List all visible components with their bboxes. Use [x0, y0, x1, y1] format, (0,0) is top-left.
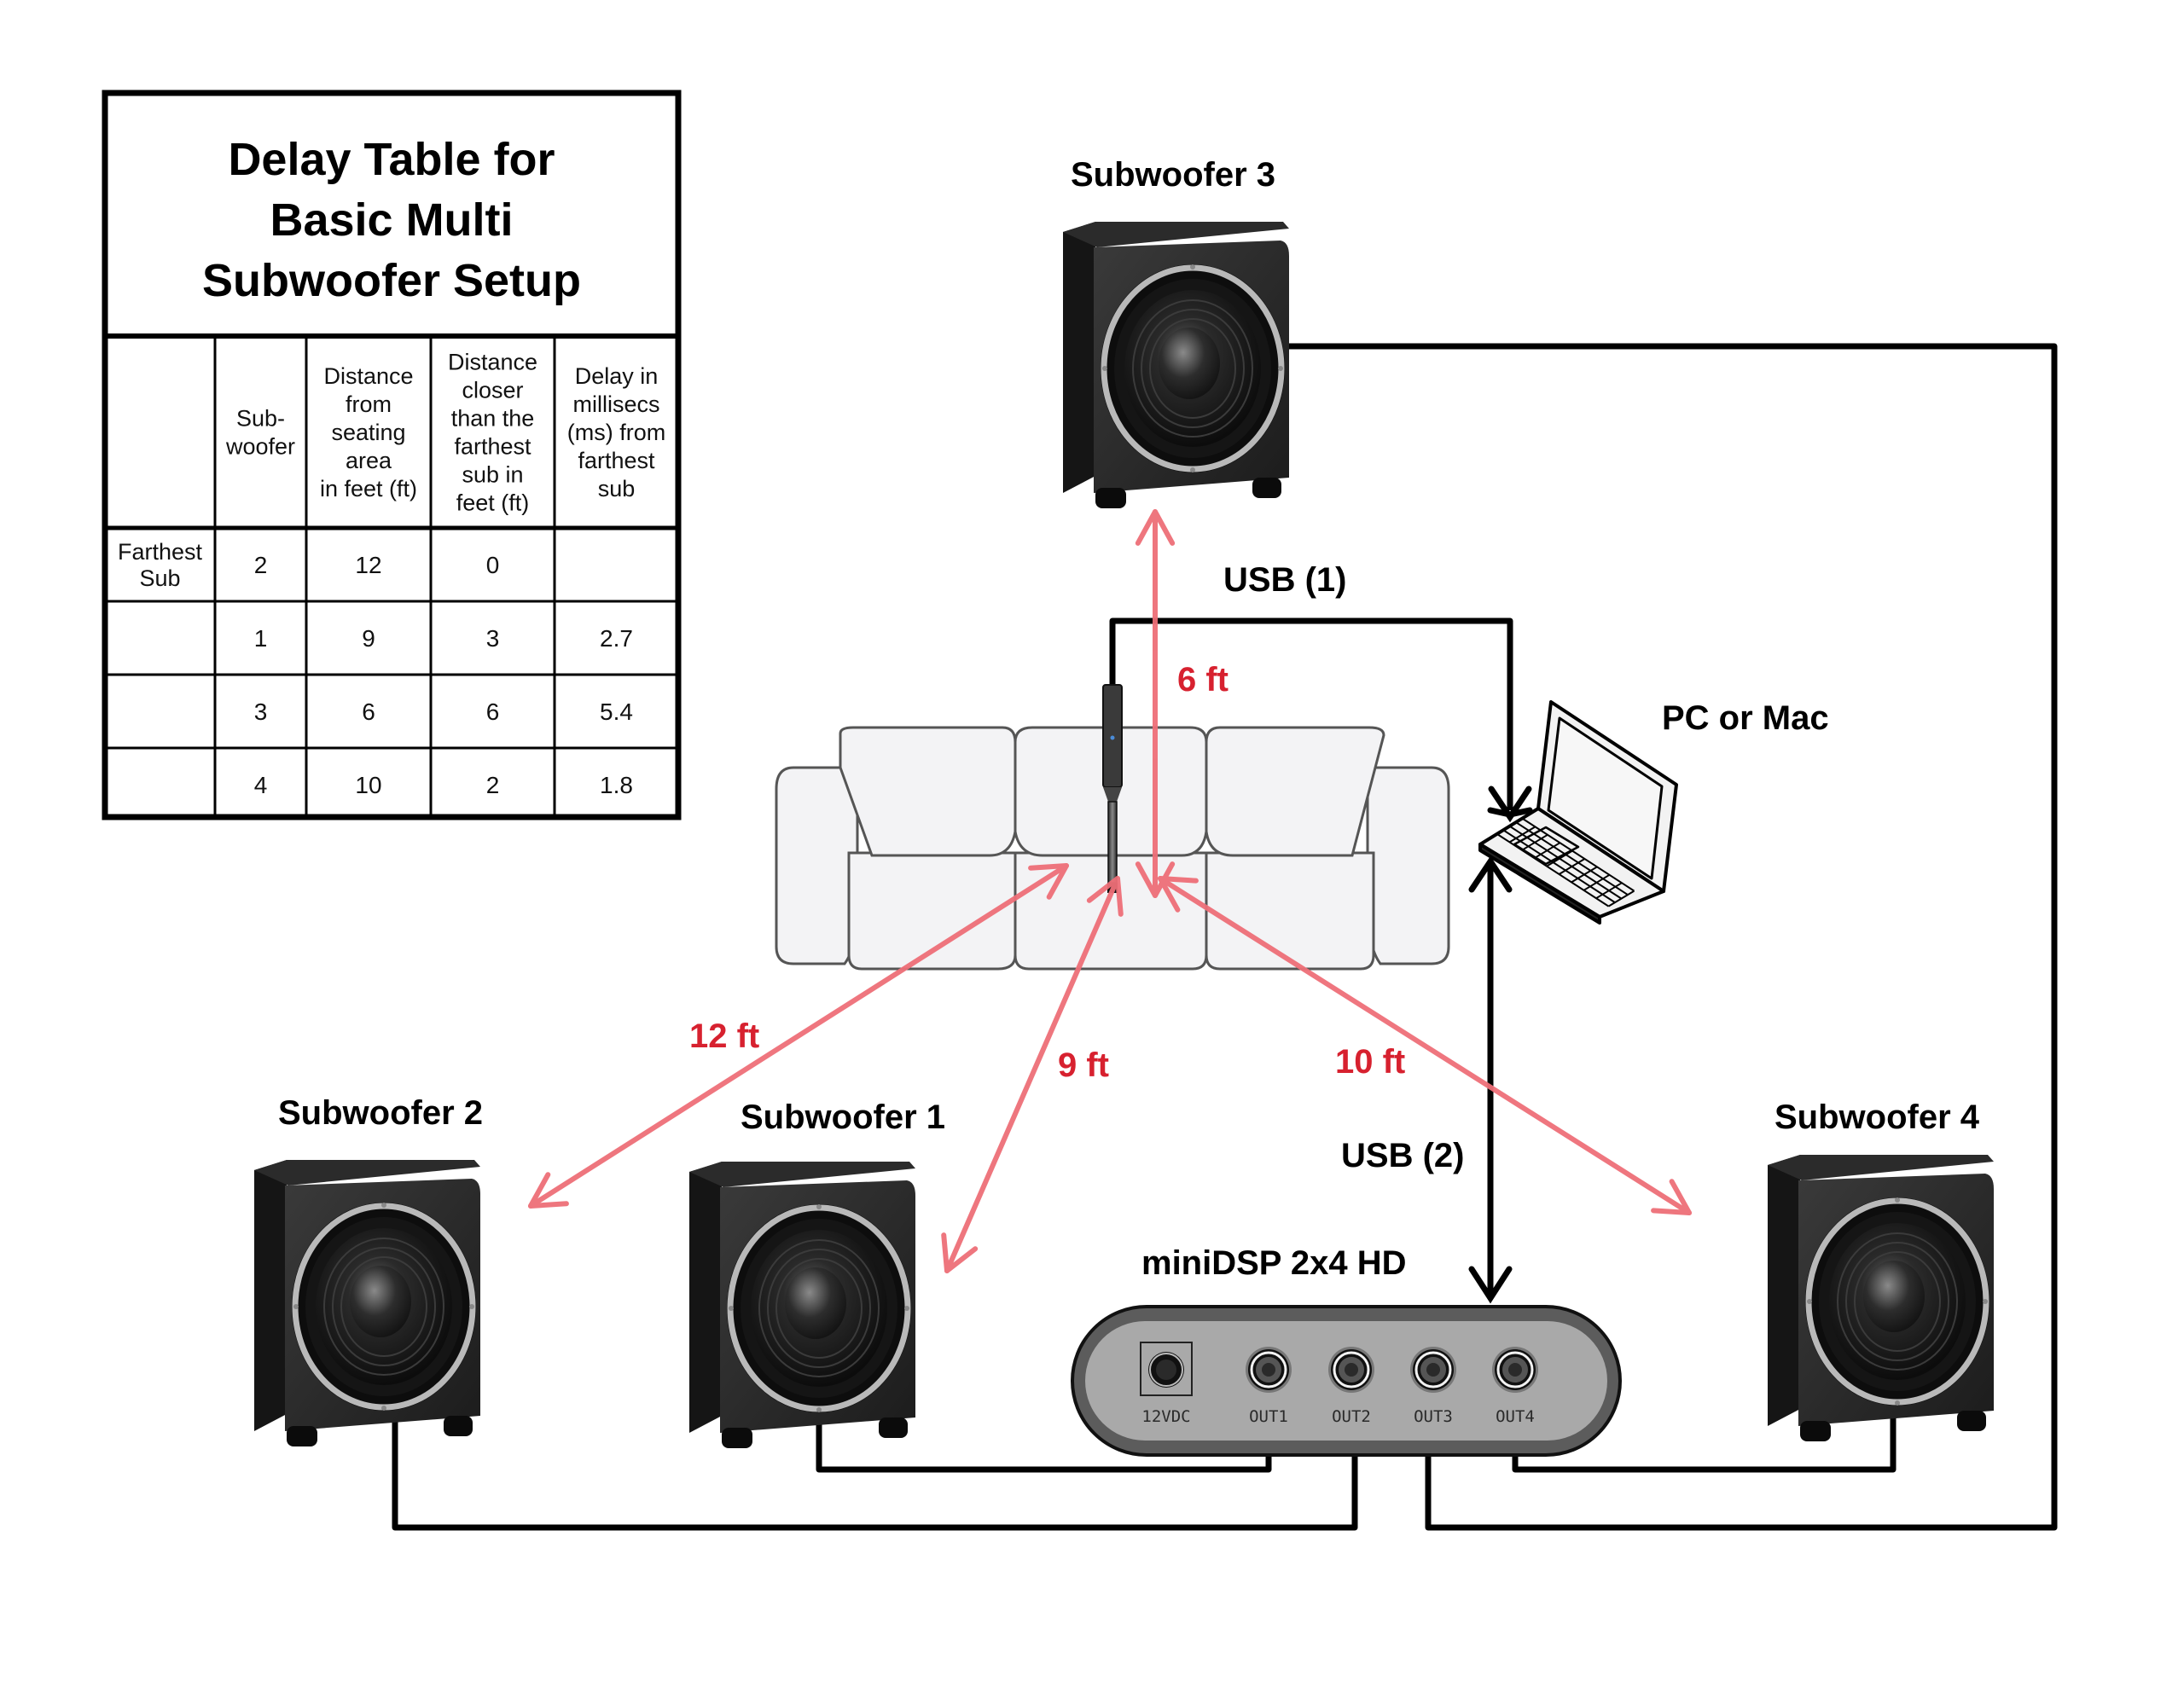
usb2-arrowhead-up-icon [1468, 855, 1513, 893]
table-header-cell: seating [331, 420, 405, 445]
subwoofer-3-label: Subwoofer 3 [1071, 156, 1275, 194]
table-header-cell: Distance [448, 350, 537, 375]
table-header-cell: from [346, 391, 392, 417]
table-header-cell: (ms) from [567, 420, 665, 445]
table-cell-closer-ft: 2 [486, 772, 500, 798]
distance-sub4-label: 10 ft [1335, 1043, 1405, 1081]
measurement-mic-icon [1102, 684, 1123, 893]
laptop-icon [1478, 700, 1678, 925]
sofa-icon [775, 726, 1450, 971]
table-row: 1 9 3 2.7 [254, 625, 633, 652]
table-header-cell: closer [462, 378, 523, 403]
table-cell-closer-ft: 0 [486, 552, 500, 578]
table-title-line: Basic Multi [270, 194, 513, 246]
usb2-arrowhead-down-icon [1468, 1266, 1513, 1304]
minidsp-label: miniDSP 2x4 HD [1141, 1244, 1407, 1282]
table-cell-distance-ft: 12 [355, 552, 381, 578]
table-header-cell: Delay in [575, 363, 659, 389]
table-header-cell: than the [451, 406, 535, 432]
table-cell-distance-ft: 6 [362, 699, 375, 725]
table-header-cell: Sub- [236, 406, 285, 432]
table-cell-delay-ms: 1.8 [600, 772, 633, 798]
table-header-cell: area [346, 448, 392, 473]
subwoofer-2-label: Subwoofer 2 [278, 1094, 483, 1132]
wire-sub3-out3 [1289, 343, 2058, 1531]
table-cell-distance-ft: 9 [362, 625, 375, 652]
wiring [392, 343, 2058, 1531]
table-cell-subwoofer: 3 [254, 699, 268, 725]
port-label: 12VDC [1141, 1407, 1190, 1426]
port-label: OUT4 [1496, 1407, 1535, 1426]
distance-arrow-sub3 [1135, 509, 1176, 898]
port-label: OUT1 [1249, 1407, 1288, 1426]
port-out4: OUT4 [1492, 1347, 1538, 1426]
table-header-cell: woofer [225, 434, 295, 460]
table-row: 3 6 6 5.4 [254, 699, 633, 725]
wire-sub2-out2 [392, 1412, 1358, 1531]
port-label: OUT3 [1414, 1407, 1453, 1426]
table-cell-subwoofer: 2 [254, 552, 268, 578]
table-cell-delay-ms: 5.4 [600, 699, 633, 725]
subwoofer-4-label: Subwoofer 4 [1774, 1099, 1980, 1136]
distance-arrow-sub2 [528, 863, 1069, 1209]
port-12vdc: 12VDC [1141, 1352, 1191, 1426]
table-header-cell: in feet (ft) [320, 476, 417, 501]
table-header-cell: feet (ft) [456, 490, 530, 516]
distance-sub3-label: 6 ft [1177, 661, 1228, 699]
table-header-cell: sub [598, 476, 636, 501]
usb1-arrowhead-icon [1488, 786, 1532, 823]
port-out1: OUT1 [1246, 1347, 1292, 1426]
table-header-cell: Distance [323, 363, 413, 389]
wire-out4-sub4 [1512, 1412, 1896, 1473]
table-cell-closer-ft: 3 [486, 625, 500, 652]
table-cell-closer-ft: 6 [486, 699, 500, 725]
table-title-line: Subwoofer Setup [202, 255, 581, 306]
port-out3: OUT3 [1410, 1347, 1456, 1426]
distance-arrows [528, 509, 1692, 1273]
table-title: Delay Table for Basic Multi Subwoofer Se… [202, 134, 581, 306]
table-row-note: Sub [139, 565, 180, 591]
port-out2: OUT2 [1328, 1347, 1374, 1426]
distance-sub2-label: 12 ft [689, 1017, 759, 1055]
table-row: 4 10 2 1.8 [254, 772, 633, 798]
wire-sub1-out1 [816, 1416, 1272, 1473]
distance-arrow-sub1 [941, 876, 1124, 1273]
usb2-label: USB (2) [1341, 1137, 1464, 1174]
table-cell-delay-ms: 2.7 [600, 625, 633, 652]
subwoofer-1-icon [689, 1162, 915, 1448]
table-row-note: Farthest [118, 539, 203, 565]
computer-label: PC or Mac [1662, 699, 1829, 737]
table-cell-distance-ft: 10 [355, 772, 381, 798]
subwoofer-3-icon [1063, 222, 1289, 508]
distance-arrow-sub4 [1158, 876, 1692, 1215]
table-header-cell: farthest [578, 448, 655, 473]
subwoofer-1-label: Subwoofer 1 [741, 1099, 945, 1136]
table-cell-subwoofer: 1 [254, 625, 268, 652]
table-cell-subwoofer: 4 [254, 772, 268, 798]
minidsp-device: 12VDC OUT1 OUT2 OUT3 OUT4 [1071, 1305, 1622, 1457]
minidsp-jacks: 12VDC OUT1 OUT2 OUT3 OUT4 [1141, 1347, 1538, 1426]
table-header-cell: sub in [462, 462, 523, 488]
table-header-cell: millisecs [572, 391, 659, 417]
table-border [102, 90, 682, 820]
wire-usb1 [1109, 617, 1513, 810]
usb1-label: USB (1) [1223, 561, 1346, 599]
subwoofer-2-icon [254, 1160, 480, 1446]
distance-sub1-label: 9 ft [1058, 1046, 1109, 1084]
subwoofer-4-icon [1768, 1155, 1994, 1441]
table-header-cell: farthest [454, 434, 531, 460]
power-jack-frame [1140, 1342, 1193, 1396]
port-label: OUT2 [1332, 1407, 1371, 1426]
table-title-line: Delay Table for [228, 134, 555, 185]
delay-table: Delay Table for Basic Multi Subwoofer Se… [102, 90, 682, 820]
